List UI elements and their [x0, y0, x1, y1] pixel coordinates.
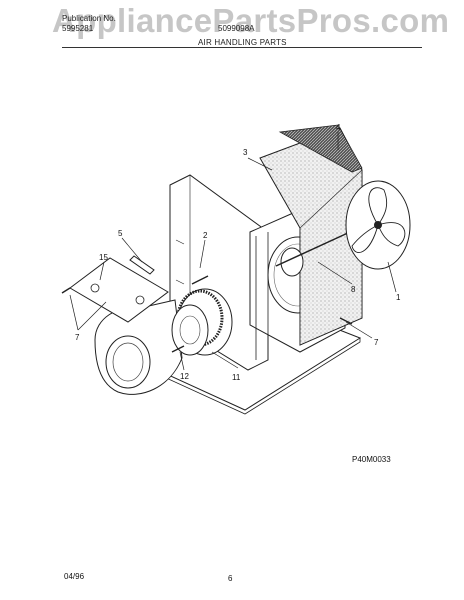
figure-code: P40M0033 [352, 455, 391, 464]
callout-5: 5 [118, 229, 123, 238]
publication-number: 5995281 [62, 24, 94, 33]
callout-12: 12 [180, 372, 189, 381]
motor-shaft [275, 231, 351, 267]
model-number: 5099098A [218, 24, 255, 33]
callout-2: 2 [203, 231, 208, 240]
screw [339, 317, 353, 325]
callout-1: 1 [396, 293, 401, 302]
footer-page-number: 6 [228, 574, 233, 583]
screw [61, 287, 71, 294]
callout-3: 3 [243, 148, 248, 157]
footer-date: 04/96 [64, 572, 85, 581]
publication-label: Publication No. [62, 14, 116, 23]
screw [171, 345, 185, 353]
callout-8: 8 [351, 285, 356, 294]
callout-4: 4 [336, 123, 341, 132]
fan-motor [280, 247, 304, 277]
leader-lines [69, 132, 397, 371]
blower-mounting-plate [69, 257, 169, 323]
callout-7-left: 7 [75, 333, 80, 342]
retainer-clip [129, 255, 155, 275]
callout-7-right: 7 [374, 338, 379, 347]
screw [191, 275, 209, 285]
header-rule [62, 47, 422, 48]
callout-15: 15 [99, 253, 108, 262]
section-title: AIR HANDLING PARTS [198, 38, 287, 47]
blower-inlet-ring [105, 335, 151, 389]
top-seal-strip [278, 124, 363, 173]
callout-11: 11 [232, 373, 241, 382]
watermark: AppliancePartsPros.com [52, 2, 450, 39]
